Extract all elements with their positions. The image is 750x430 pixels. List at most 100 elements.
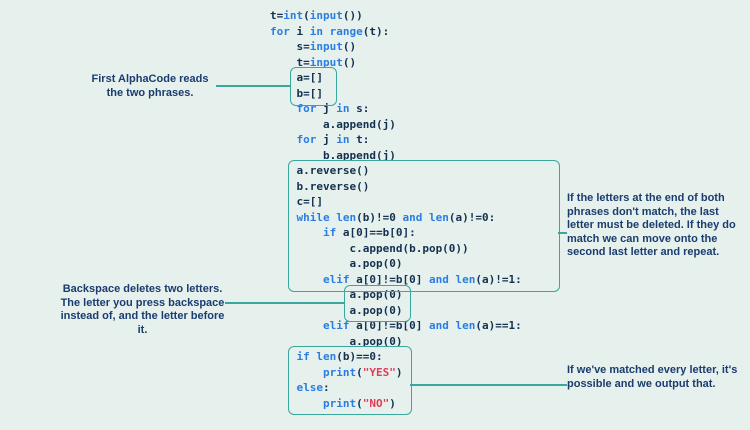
connector-line-read-phrases	[216, 85, 290, 87]
code-line: a=[]	[270, 70, 522, 86]
code-token-keyword: for	[270, 24, 290, 38]
code-token-plain: a.pop(0)	[270, 257, 403, 270]
code-token-plain: a[0]!=b[0]	[349, 319, 429, 332]
code-token-string: "YES"	[362, 365, 396, 379]
annotation-read-phrases: First AlphaCode reads the two phrases.	[91, 73, 209, 99]
annotation-match-delete: If the letters at the end of both phrase…	[567, 192, 736, 258]
code-token-keyword: int	[283, 9, 304, 22]
code-token-keyword: print	[322, 365, 357, 379]
code-token-plain: (b)==0:	[336, 350, 383, 363]
code-token-plain: )	[389, 396, 396, 410]
code-line: if len(b)==0:	[270, 349, 522, 365]
highlight-box-output	[288, 346, 412, 415]
code-token-plain: t=	[270, 55, 310, 69]
code-token-keyword: input	[309, 55, 343, 69]
code-line: a.pop(0)	[270, 303, 522, 319]
annotation-backspace: Backspace deletes two letters. The lette…	[60, 283, 225, 336]
code-token-plain: j	[316, 102, 337, 115]
code-token-plain: )	[395, 365, 403, 379]
code-line: elif a[0]!=b[0] and len(a)!=1:	[270, 272, 522, 288]
code-token-keyword: and	[402, 210, 423, 224]
code-token-keyword: print	[322, 396, 357, 410]
code-token-keyword: elif	[322, 319, 350, 332]
code-line: s=input()	[270, 39, 522, 55]
code-token-plain: i	[289, 24, 310, 38]
code-line: print("NO")	[270, 396, 522, 412]
code-token-plain	[270, 319, 323, 332]
code-line: else:	[270, 380, 522, 396]
code-line: while len(b)!=0 and len(a)!=0:	[270, 210, 522, 226]
code-token-plain: (	[303, 9, 310, 22]
code-token-plain: ())	[342, 9, 363, 22]
highlight-box-read-phrases	[290, 67, 337, 106]
code-line: t=input()	[270, 55, 522, 71]
code-token-plain: (	[356, 365, 363, 379]
code-token-keyword: len	[455, 319, 476, 332]
code-token-plain: j	[316, 133, 337, 146]
code-token-keyword: len	[316, 350, 337, 363]
code-token-keyword: elif	[322, 272, 350, 286]
code-token-keyword: if	[322, 226, 337, 239]
code-token-keyword: if	[296, 350, 310, 363]
connector-line-match-delete	[558, 232, 567, 234]
highlight-box-backspace-pops	[344, 285, 411, 322]
code-token-plain: (b)!=0	[356, 210, 403, 224]
code-token-plain: (t):	[362, 24, 390, 38]
code-token-plain: b.reverse()	[270, 179, 370, 193]
code-token-keyword: in	[309, 24, 323, 38]
code-token-plain: (a)==1:	[475, 319, 522, 332]
code-line: for j in s:	[270, 101, 522, 117]
code-line: a.pop(0)	[270, 256, 522, 272]
code-token-plain: (	[356, 396, 363, 410]
code-token-keyword: input	[309, 9, 343, 22]
code-token-plain: c=[]	[270, 195, 323, 208]
code-line: elif a[0]!=b[0] and len(a)==1:	[270, 318, 522, 334]
code-token-plain: ()	[342, 40, 357, 53]
connector-line-backspace	[225, 302, 344, 304]
code-token-plain: s=	[270, 40, 310, 53]
code-token-keyword: in	[336, 102, 350, 115]
code-line: if a[0]==b[0]:	[270, 225, 522, 241]
code-token-keyword: in	[336, 133, 350, 146]
code-token-string: "NO"	[362, 396, 390, 410]
code-token-keyword: else	[296, 381, 324, 394]
code-token-plain: ()	[342, 55, 357, 69]
code-line: b.append(j)	[270, 148, 522, 164]
code-line: t=int(input())	[270, 8, 522, 24]
code-token-plain: (a)!=1:	[475, 272, 522, 286]
code-token-keyword: range	[329, 24, 363, 38]
code-token-keyword: input	[309, 40, 343, 53]
code-token-plain: s:	[349, 102, 370, 115]
code-block: t=int(input())for i in range(t): s=input…	[270, 8, 522, 411]
code-line: for i in range(t):	[270, 24, 522, 40]
code-token-keyword: len	[428, 210, 449, 224]
code-token-keyword: for	[296, 133, 317, 146]
code-token-plain: (a)!=0:	[448, 210, 496, 224]
code-token-plain: a=[]	[270, 71, 323, 84]
code-line: a.append(j)	[270, 117, 522, 133]
code-line: c=[]	[270, 194, 522, 210]
code-token-plain: c.append(b.pop(0))	[270, 241, 469, 255]
code-line: b=[]	[270, 86, 522, 102]
code-line: c.append(b.pop(0))	[270, 241, 522, 257]
code-token-plain: a.append(j)	[270, 117, 396, 131]
code-token-plain: t=	[270, 9, 284, 22]
code-line: a.reverse()	[270, 163, 522, 179]
code-line: for j in t:	[270, 132, 522, 148]
code-token-plain: a.pop(0)	[270, 303, 403, 317]
annotation-output: If we've matched every letter, it's poss…	[567, 364, 738, 390]
code-token-keyword: and	[428, 319, 449, 332]
code-token-plain: a.reverse()	[270, 164, 370, 177]
code-token-keyword: len	[455, 272, 476, 286]
code-token-keyword: and	[428, 272, 449, 286]
code-token-plain: t:	[349, 133, 370, 146]
code-token-keyword: while	[296, 210, 330, 224]
code-token-plain: a.pop(0)	[270, 334, 403, 348]
highlight-box-match-loop	[288, 160, 560, 292]
code-token-plain	[323, 25, 330, 38]
code-token-plain	[270, 133, 297, 146]
code-token-keyword: len	[336, 210, 357, 224]
code-token-plain: b=[]	[270, 86, 323, 100]
code-token-plain: b.append(j)	[270, 148, 396, 162]
